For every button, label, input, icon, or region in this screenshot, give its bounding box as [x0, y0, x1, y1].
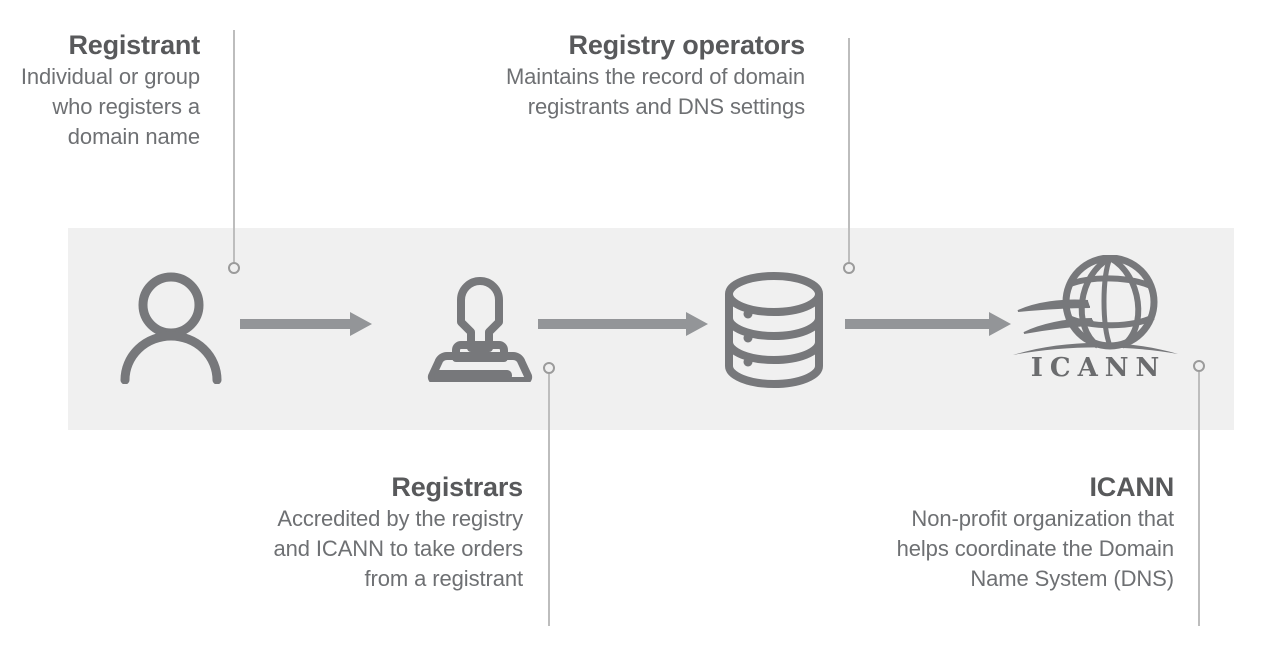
- icann-globe-logo: ICANN: [1010, 254, 1180, 390]
- registrars-description: Accredited by the registry and ICANN to …: [273, 506, 524, 591]
- registry-operators-title: Registry operators: [568, 30, 806, 60]
- label-block-registry-operators: Registry operators Maintains the record …: [480, 28, 805, 122]
- registrant-description: Individual or group who registers a doma…: [20, 64, 200, 149]
- registrant-title: Registrant: [68, 30, 200, 60]
- database-icon: [722, 272, 826, 388]
- icann-wordmark: ICANN: [1030, 353, 1167, 383]
- stamp-base-bar-icon: [434, 370, 512, 381]
- connector-line-icann: [1198, 372, 1200, 626]
- arrow-registrant-to-registrars: [240, 312, 372, 336]
- icann-description: Non-profit organization that helps coord…: [896, 506, 1174, 591]
- connector-line-registry-operators: [848, 38, 850, 262]
- arrow-registrars-to-registry-operators: [538, 312, 708, 336]
- registrars-title: Registrars: [391, 472, 523, 502]
- icann-title: ICANN: [1089, 472, 1175, 502]
- person-icon: [110, 272, 240, 384]
- stamp-icon: [425, 270, 535, 382]
- label-block-registrars: Registrars Accredited by the registry an…: [270, 470, 524, 594]
- connector-line-registrant: [233, 30, 235, 262]
- connector-dot-registrars: [543, 362, 555, 374]
- connector-dot-registrant: [228, 262, 240, 274]
- label-block-icann: ICANN Non-profit organization that helps…: [860, 470, 1175, 594]
- label-block-registrant: Registrant Individual or group who regis…: [0, 28, 200, 152]
- connector-line-registrars: [548, 374, 550, 626]
- connector-dot-icann: [1193, 360, 1205, 372]
- connector-dot-registry-operators: [843, 262, 855, 274]
- arrow-registry-operators-to-icann: [845, 312, 1011, 336]
- registry-operators-description: Maintains the record of domain registran…: [505, 64, 805, 119]
